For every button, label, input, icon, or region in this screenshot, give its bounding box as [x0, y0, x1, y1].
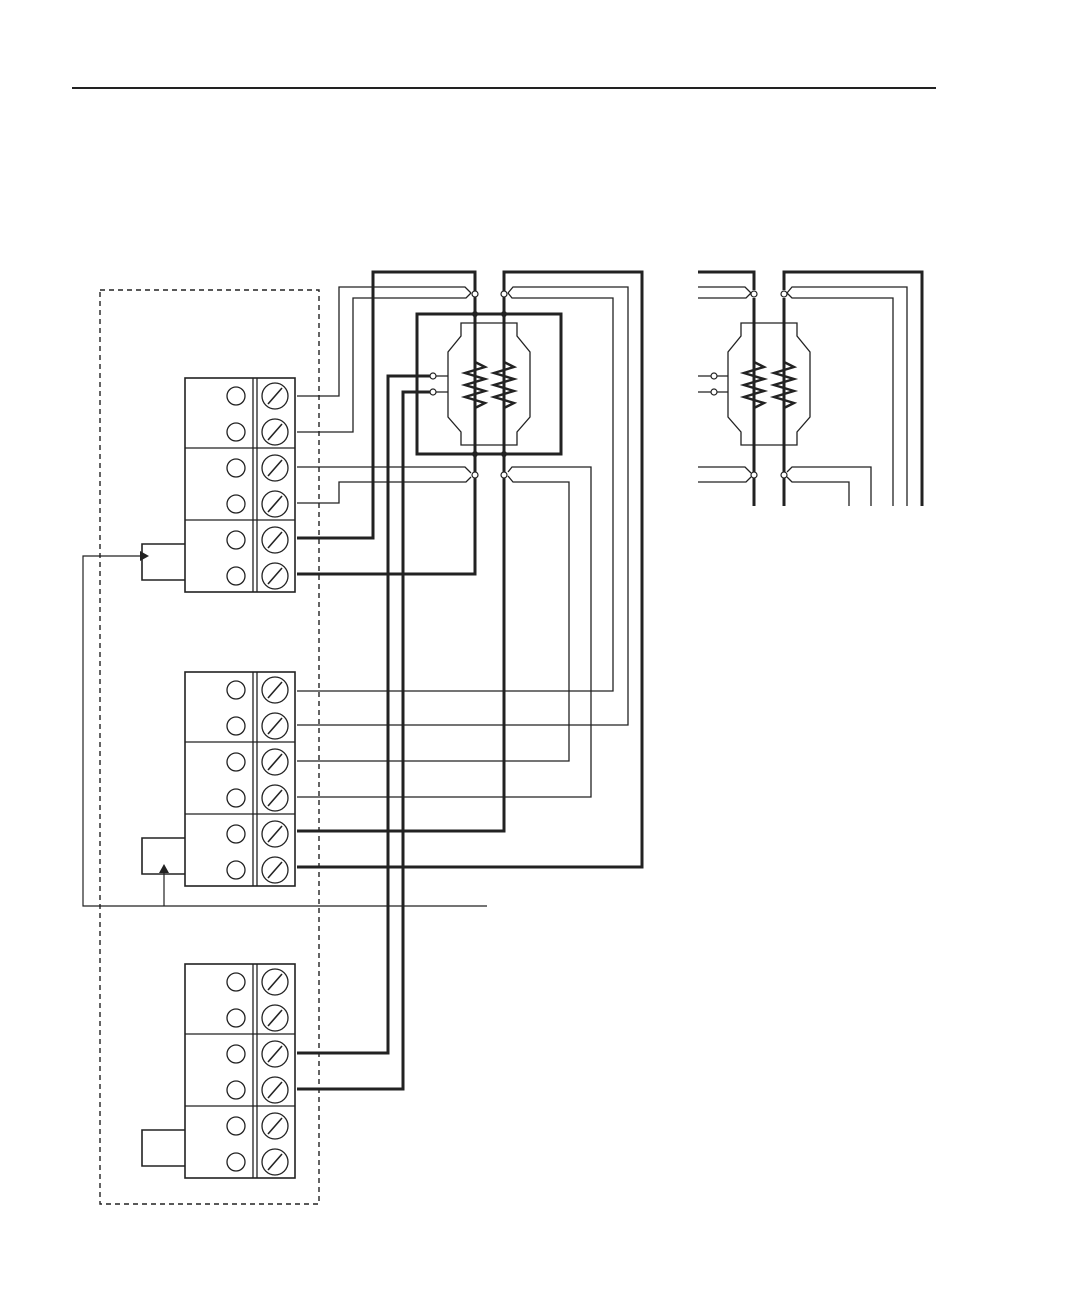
sensor-element-frame: [417, 314, 561, 454]
screw-slot: [268, 682, 282, 698]
jumper-feedback-line: [83, 556, 487, 906]
jumper-link: [142, 1130, 185, 1166]
terminal-hole: [227, 1117, 245, 1135]
bus-junction-dot: [501, 311, 507, 317]
enclosure-dashed-outline: [100, 290, 319, 1204]
terminal-hole: [227, 789, 245, 807]
terminal-blocks: [142, 378, 295, 1178]
terminal-hole: [227, 681, 245, 699]
screw-slot: [268, 388, 282, 404]
screw-slot: [268, 826, 282, 842]
terminal-hole: [227, 459, 245, 477]
sensor-element-body: [448, 323, 530, 445]
screw-slot: [268, 754, 282, 770]
terminal-hole: [227, 1045, 245, 1063]
screw-slot: [268, 460, 282, 476]
terminal-hole: [227, 861, 245, 879]
screw-slot: [268, 862, 282, 878]
terminal-block-upper: [142, 378, 295, 592]
terminal-hole: [227, 495, 245, 513]
screw-slot: [268, 532, 282, 548]
terminal-block-middle: [142, 672, 295, 886]
terminal-hole: [227, 1153, 245, 1171]
terminal-hole: [227, 753, 245, 771]
bus-junction-dot: [472, 311, 478, 317]
bus-junction-dot: [472, 451, 478, 457]
terminal-hole: [227, 717, 245, 735]
thin-wires: [297, 287, 628, 797]
jumper-link: [142, 544, 185, 580]
terminal-hole: [227, 423, 245, 441]
lead-node: [472, 291, 478, 297]
screw-slot: [268, 496, 282, 512]
screw-slot: [268, 568, 282, 584]
sensor-lead-node: [430, 373, 436, 379]
sensor-lead-node: [430, 389, 436, 395]
lead-node: [501, 472, 507, 478]
terminal-hole: [227, 825, 245, 843]
terminal-hole: [227, 1009, 245, 1027]
lead-node: [501, 291, 507, 297]
screw-slot: [268, 1154, 282, 1170]
arrow-head-upper: [140, 551, 149, 561]
bus-junction-dot: [501, 451, 507, 457]
arrow-head-middle: [159, 864, 169, 873]
screw-slot: [268, 1046, 282, 1062]
screw-slot: [268, 1010, 282, 1026]
sensor-element-reference: [698, 272, 922, 506]
terminal-hole: [227, 973, 245, 991]
screw-slot: [268, 1118, 282, 1134]
terminal-hole: [227, 567, 245, 585]
screw-slot: [268, 1082, 282, 1098]
sensor-element-main: [417, 291, 561, 478]
screw-slot: [268, 790, 282, 806]
terminal-block-lower: [142, 964, 295, 1178]
lead-node: [472, 472, 478, 478]
terminal-hole: [227, 1081, 245, 1099]
screw-slot: [268, 424, 282, 440]
screw-slot: [268, 974, 282, 990]
screw-slot: [268, 718, 282, 734]
terminal-hole: [227, 531, 245, 549]
terminal-hole: [227, 387, 245, 405]
